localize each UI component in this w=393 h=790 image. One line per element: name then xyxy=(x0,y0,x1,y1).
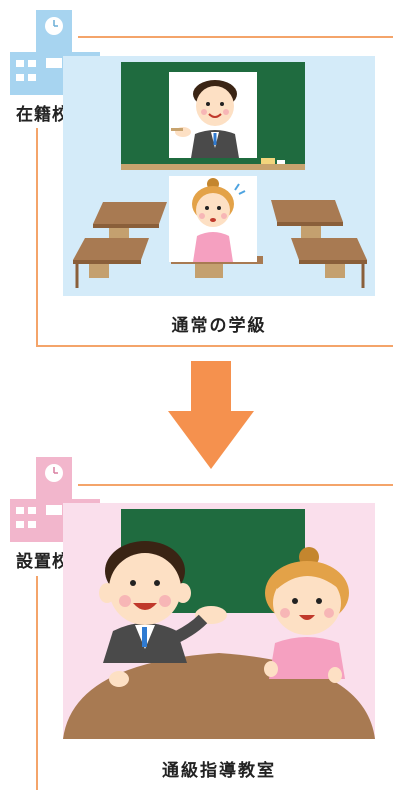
regular-class-illustration xyxy=(73,62,367,288)
top-bracket-top-line xyxy=(78,36,393,38)
top-bracket-left-line xyxy=(36,128,38,347)
host-school-label: 設置校 xyxy=(16,552,70,572)
desk xyxy=(93,202,167,242)
student xyxy=(264,547,349,683)
down-arrow-icon xyxy=(168,361,254,469)
resource-room-caption: 通級指導教室 xyxy=(162,761,276,781)
top-bracket-bottom-line xyxy=(36,345,393,347)
bottom-bracket-left-line xyxy=(36,576,38,790)
desk xyxy=(291,238,367,288)
resource-room-illustration xyxy=(63,509,375,739)
enrolled-school-label: 在籍校 xyxy=(16,105,70,125)
regular-class-caption: 通常の学級 xyxy=(171,316,267,336)
bottom-bracket-top-line xyxy=(78,484,393,486)
desk xyxy=(271,200,343,240)
teacher xyxy=(99,541,227,687)
desk xyxy=(73,238,149,288)
